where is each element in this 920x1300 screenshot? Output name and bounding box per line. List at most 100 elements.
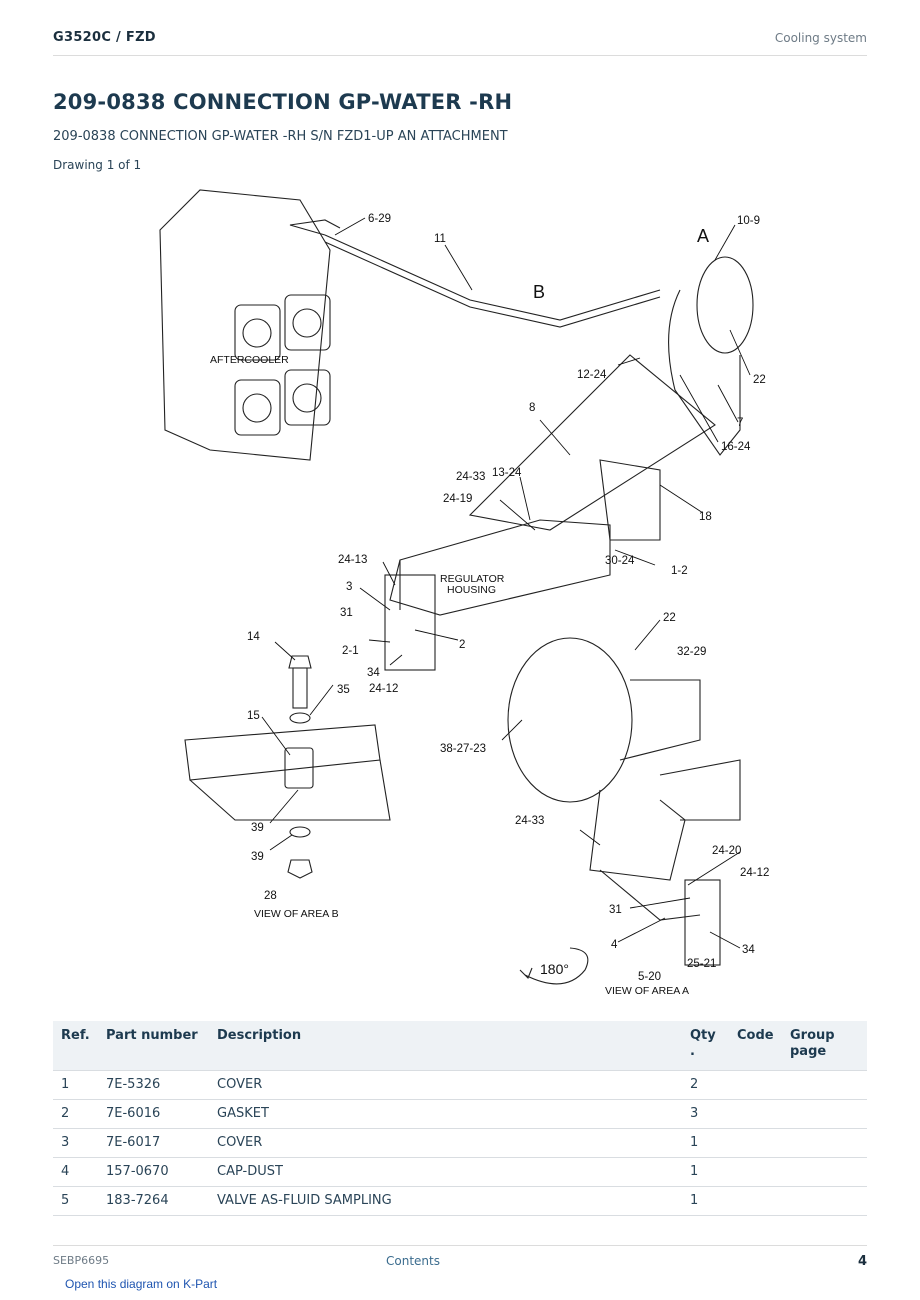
header-group-line-1: Group [790, 1028, 835, 1043]
callout-35: 35 [337, 684, 350, 696]
aftercooler-body [159, 189, 331, 461]
regulator-housing [389, 519, 611, 616]
header-ref: Ref. [53, 1021, 98, 1070]
cell-part-number: 157-0670 [98, 1157, 209, 1187]
callout-14: 14 [247, 631, 260, 643]
cell-ref: 2 [53, 1099, 98, 1129]
frame-rail [184, 724, 381, 781]
cell-ref: 5 [53, 1186, 98, 1216]
cell-code [729, 1070, 782, 1100]
table-row: 2 7E-6016 GASKET 3 [53, 1099, 867, 1129]
elbow-flange-a [696, 256, 754, 354]
callout-8: 8 [529, 402, 535, 414]
callout-a: A [697, 226, 709, 246]
header-part-number: Part number [98, 1021, 209, 1070]
cell-group-page [782, 1070, 867, 1100]
callout-13-24: 13-24 [492, 467, 522, 479]
cell-ref: 4 [53, 1157, 98, 1187]
rotate-arrow [524, 947, 589, 985]
callout-12-24: 12-24 [577, 369, 607, 381]
label-regulator: REGULATOR [440, 573, 505, 585]
cell-description: CAP-DUST [209, 1157, 682, 1187]
cell-part-number: 7E-5326 [98, 1070, 209, 1100]
callout-5-20: 5-20 [638, 971, 661, 983]
callout-15: 15 [247, 710, 260, 722]
rotation-label: 180° [540, 961, 569, 977]
cell-group-page [782, 1099, 867, 1129]
page-subtitle: 209-0838 CONNECTION GP-WATER -RH S/N FZD… [53, 129, 508, 144]
vent-tube [324, 234, 661, 321]
cell-part-number: 7E-6017 [98, 1128, 209, 1158]
cell-ref: 3 [53, 1128, 98, 1158]
cell-qty: 1 [682, 1157, 729, 1187]
cell-qty: 1 [682, 1186, 729, 1216]
callout-25-21: 25-21 [687, 958, 716, 970]
table-row: 1 7E-5326 COVER 2 [53, 1070, 867, 1100]
page-footer: SEBP6695 Contents 4 [53, 1245, 867, 1275]
callout-3: 3 [346, 581, 352, 593]
callout-1-2: 1-2 [671, 565, 688, 577]
drawing-count: Drawing 1 of 1 [53, 158, 142, 172]
bolt-14 [292, 667, 308, 709]
cell-part-number: 183-7264 [98, 1186, 209, 1216]
contents-link[interactable]: Contents [386, 1254, 440, 1268]
cell-description: VALVE AS-FLUID SAMPLING [209, 1186, 682, 1216]
page-title: 209-0838 CONNECTION GP-WATER -RH [53, 90, 513, 114]
callout-2-1: 2-1 [342, 645, 359, 657]
header-qty-line-2: . [690, 1044, 695, 1059]
callout-22-lower: 22 [663, 612, 676, 624]
aftercooler-port-1 [234, 304, 281, 361]
callout-18: 18 [699, 511, 712, 523]
callout-24-20: 24-20 [712, 845, 741, 857]
callout-34-lower: 34 [742, 944, 755, 956]
callout-32-29: 32-29 [677, 646, 706, 658]
aftercooler-port-2 [284, 294, 331, 351]
cell-code [729, 1128, 782, 1158]
callout-31-lower: 31 [609, 904, 622, 916]
model-label: G3520C / FZD [53, 30, 156, 45]
section-label: Cooling system [774, 31, 867, 45]
callout-38-27-23: 38-27-23 [440, 743, 486, 755]
callout-24-12: 24-12 [369, 683, 398, 695]
cell-code [729, 1157, 782, 1187]
cell-qty: 2 [682, 1070, 729, 1100]
callout-10-9: 10-9 [737, 215, 760, 227]
callout-24-12-lower: 24-12 [740, 867, 769, 879]
callout-22: 22 [753, 374, 766, 386]
callout-6-29: 6-29 [368, 213, 391, 225]
callout-11: 11 [434, 233, 446, 245]
document-id: SEBP6695 [53, 1254, 110, 1267]
callout-16-24: 16-24 [721, 441, 751, 453]
cell-group-page [782, 1157, 867, 1187]
callout-24-33-lower: 24-33 [515, 815, 544, 827]
parts-diagram: 6-29 11 A 10-9 B 22 12-24 7 8 16-24 24-3… [140, 180, 780, 1000]
cell-code [729, 1186, 782, 1216]
cell-description: GASKET [209, 1099, 682, 1129]
label-view-area-b: VIEW OF AREA B [254, 908, 339, 920]
table-row: 5 183-7264 VALVE AS-FLUID SAMPLING 1 [53, 1186, 867, 1216]
callout-39-b: 39 [251, 851, 264, 863]
cell-qty: 1 [682, 1128, 729, 1158]
callout-30-24: 30-24 [605, 555, 635, 567]
cell-code [729, 1099, 782, 1129]
callout-24-33: 24-33 [456, 471, 485, 483]
callout-28: 28 [264, 890, 277, 902]
label-view-area-a: VIEW OF AREA A [605, 985, 689, 997]
callout-24-19: 24-19 [443, 493, 472, 505]
callout-7: 7 [737, 417, 743, 429]
header-qty-line-1: Qty [690, 1028, 716, 1043]
label-aftercooler: AFTERCOOLER [210, 354, 289, 366]
table-row: 4 157-0670 CAP-DUST 1 [53, 1157, 867, 1187]
parts-table: Ref. Part number Description Qty. Code G… [53, 1021, 867, 1216]
elbow-flange-lower [507, 637, 633, 803]
callout-b: B [533, 282, 545, 302]
page-number: 4 [857, 1254, 867, 1269]
cell-description: COVER [209, 1128, 682, 1158]
cell-part-number: 7E-6016 [98, 1099, 209, 1129]
table-header-row: Ref. Part number Description Qty. Code G… [53, 1021, 867, 1070]
kpart-link[interactable]: Open this diagram on K-Part [65, 1277, 218, 1291]
callout-31: 31 [340, 607, 353, 619]
callout-24-13: 24-13 [338, 554, 367, 566]
callout-34: 34 [367, 667, 380, 679]
